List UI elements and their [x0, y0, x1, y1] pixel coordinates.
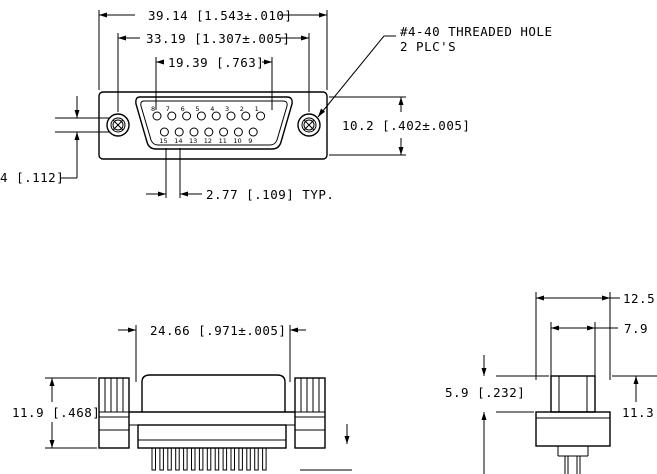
d-shell-inner	[140, 100, 288, 146]
pin-6	[182, 111, 192, 121]
side-pin-row	[151, 447, 267, 471]
flange-outline	[98, 91, 328, 160]
pin-label-7: 7	[166, 105, 170, 113]
dim-overall-width: 39.14 [1.543±.010]	[148, 8, 292, 23]
threaded-hole-left	[106, 113, 130, 137]
pin-2	[241, 111, 251, 121]
pin-array: 8 7 6 5 4 3 2 1 15 14 13 12 11 10 9	[151, 105, 266, 145]
pin-label-11: 11	[219, 137, 227, 145]
pin-8	[152, 111, 162, 121]
dim-pin-pitch: 2.77 [.109] TYP.	[206, 187, 334, 202]
pin-label-9: 9	[248, 137, 252, 145]
pin-12	[204, 127, 214, 137]
callout-threaded-hole: #4-40 THREADED HOLE	[400, 24, 553, 39]
pin-3	[226, 111, 236, 121]
pin-label-15: 15	[159, 137, 167, 145]
pin-label-10: 10	[233, 137, 241, 145]
pin-label-5: 5	[195, 105, 199, 113]
dim-left-offset: 84 [.112]	[0, 170, 64, 185]
end-view: 12.5 7.9 [ 5.9 [.232] 11.3	[445, 291, 657, 474]
side-pin	[183, 447, 188, 471]
pin-label-3: 3	[225, 105, 229, 113]
pin-label-13: 13	[189, 137, 197, 145]
dim-side-width: 24.66 [.971±.005]	[150, 323, 286, 338]
pin-label-14: 14	[174, 137, 182, 145]
threaded-hole-right	[297, 113, 321, 137]
dim-mounting-width: 33.19 [1.307±.005]	[146, 31, 290, 46]
pin-4	[211, 111, 221, 121]
side-pin	[151, 447, 156, 471]
dim-end-top: 12.5	[623, 291, 655, 306]
pin-label-8: 8	[151, 105, 155, 113]
pin-10	[233, 127, 243, 137]
dim-height: 10.2 [.402±.005]	[342, 118, 470, 133]
side-pin	[214, 447, 220, 471]
pin-1	[256, 111, 266, 121]
pin-11	[219, 127, 229, 137]
d-shell-outer	[135, 96, 293, 150]
dim-shell-width: 19.39 [.763]	[168, 55, 264, 70]
pin-13	[189, 127, 199, 137]
dim-end-right: 11.3	[622, 405, 654, 420]
side-pin	[222, 447, 228, 471]
pin-label-4: 4	[210, 105, 214, 113]
side-pin	[254, 447, 259, 471]
pin-label-1: 1	[255, 105, 259, 113]
pin-14	[174, 127, 184, 137]
side-pin	[230, 447, 235, 471]
callout-quantity: 2 PLC'S	[400, 39, 456, 54]
dim-side-height: 11.9 [.468]	[12, 405, 100, 420]
pin-7	[167, 111, 177, 121]
side-pin	[175, 447, 180, 471]
side-pin	[191, 447, 196, 471]
front-view: 8 7 6 5 4 3 2 1 15 14 13 12 11 10 9 39.14 [1.543±.010]…	[0, 8, 553, 202]
side-pin	[167, 447, 172, 471]
pin-9	[248, 127, 258, 137]
pin-5	[196, 111, 206, 121]
pin-label-2: 2	[240, 105, 244, 113]
side-pin	[206, 447, 212, 471]
side-pin	[159, 447, 164, 471]
pin-label-6: 6	[181, 105, 185, 113]
side-pin	[198, 447, 204, 471]
pin-label-12: 12	[204, 137, 212, 145]
dim-end-left: 5.9 [.232]	[445, 385, 525, 400]
side-pin	[238, 447, 243, 471]
pin-15	[159, 127, 169, 137]
side-pin	[246, 447, 251, 471]
side-pin	[262, 447, 267, 471]
side-view: 24.66 [.971±.005] 11.	[12, 323, 352, 471]
dim-end-mid: 7.9 [	[624, 321, 657, 336]
